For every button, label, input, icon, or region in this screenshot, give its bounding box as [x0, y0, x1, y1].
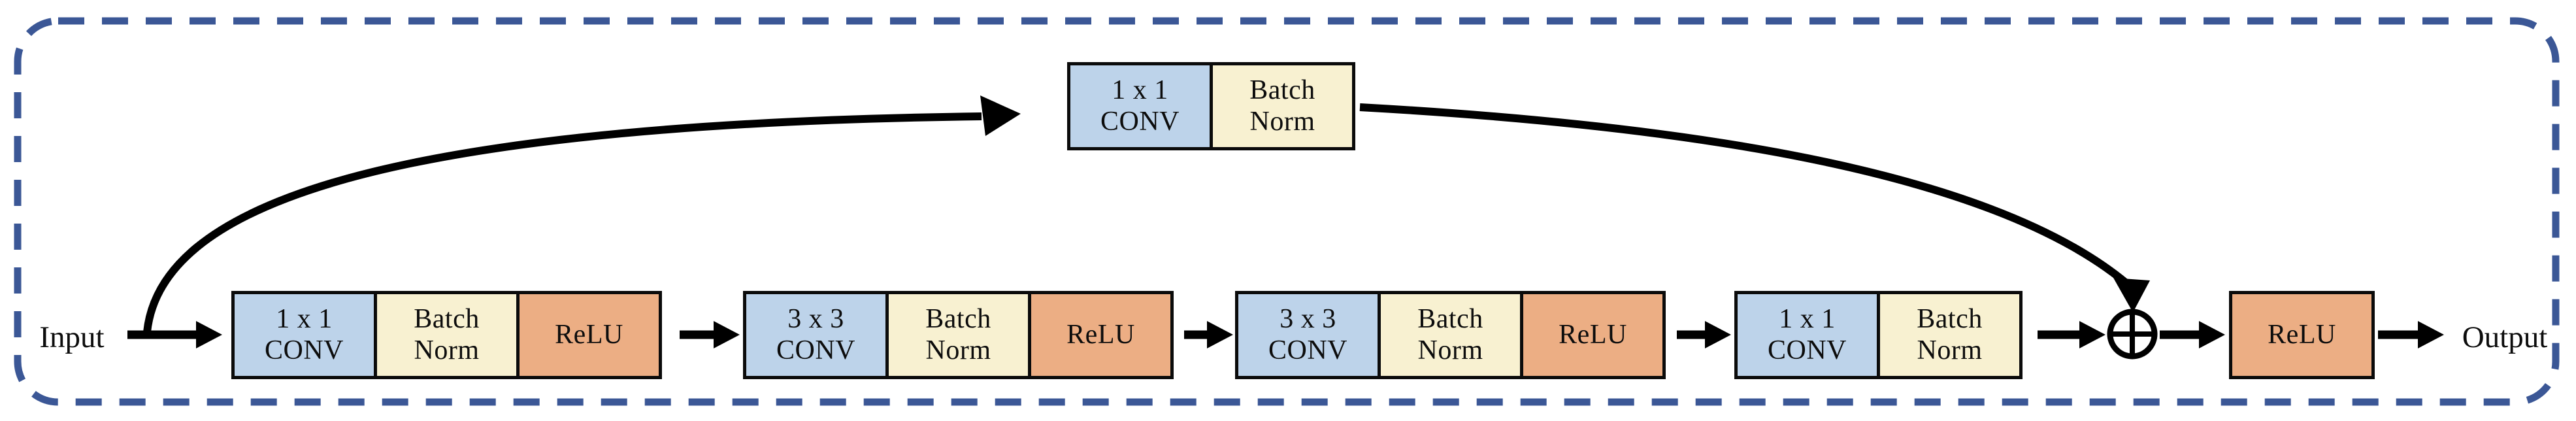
conv-cell: 1 x 1 CONV	[1067, 62, 1213, 150]
input-arrow	[127, 321, 222, 348]
cell-label-line: 1 x 1	[276, 304, 333, 335]
circled-plus-icon	[2107, 309, 2158, 360]
arrow-group2-group3	[1184, 321, 1233, 348]
main-block-group-1: 1 x 1 CONV Batch Norm ReLU	[231, 291, 662, 379]
cell-label-line: CONV	[1100, 106, 1180, 137]
arrow-group4-add	[2038, 321, 2105, 348]
main-block-group-3: 3 x 3 CONV Batch Norm ReLU	[1235, 291, 1666, 379]
input-label: Input	[39, 320, 105, 354]
cell-label-line: Norm	[1417, 335, 1483, 365]
final-relu-block: ReLU	[2229, 291, 2375, 379]
cell-label-line: 3 x 3	[1280, 304, 1336, 335]
relu-cell: ReLU	[2229, 291, 2375, 379]
cell-label-line: Norm	[414, 335, 480, 365]
arrow-add-relu	[2160, 321, 2225, 348]
cell-label-line: Batch	[414, 304, 480, 335]
conv-cell: 3 x 3 CONV	[743, 291, 889, 379]
relu-cell: ReLU	[516, 291, 662, 379]
batchnorm-cell: Batch Norm	[374, 291, 520, 379]
conv-cell: 1 x 1 CONV	[1734, 291, 1880, 379]
conv-cell: 1 x 1 CONV	[231, 291, 377, 379]
batchnorm-cell: Batch Norm	[1877, 291, 2023, 379]
main-block-group-2: 3 x 3 CONV Batch Norm ReLU	[743, 291, 1174, 379]
cell-label-line: CONV	[264, 335, 344, 365]
skip-arrow-to-branch	[143, 95, 1021, 333]
cell-label-line: ReLU	[1559, 319, 1627, 350]
cell-label-line: 1 x 1	[1779, 304, 1836, 335]
cell-label-line: CONV	[776, 335, 855, 365]
cell-label-line: Norm	[1249, 106, 1315, 137]
cell-label-line: 1 x 1	[1112, 75, 1168, 106]
relu-cell: ReLU	[1028, 291, 1174, 379]
cell-label-line: Norm	[1917, 335, 1983, 365]
arrow-group1-group2	[680, 321, 740, 348]
skip-arrow-to-add	[1359, 103, 2150, 312]
cell-label-line: ReLU	[2268, 319, 2336, 350]
cell-label-line: CONV	[1268, 335, 1347, 365]
batchnorm-cell: Batch Norm	[1210, 62, 1355, 150]
cell-label-line: Norm	[925, 335, 991, 365]
cell-label-line: Batch	[1917, 304, 1983, 335]
arrow-group3-group4	[1677, 321, 1731, 348]
batchnorm-cell: Batch Norm	[885, 291, 1031, 379]
relu-cell: ReLU	[1520, 291, 1666, 379]
cell-label-line: Batch	[1417, 304, 1483, 335]
cell-label-line: Batch	[1249, 75, 1315, 106]
conv-cell: 3 x 3 CONV	[1235, 291, 1381, 379]
skip-branch-block: 1 x 1 CONV Batch Norm	[1067, 62, 1355, 150]
arrow-relu-output	[2378, 321, 2444, 348]
cell-label-line: Batch	[925, 304, 991, 335]
cell-label-line: ReLU	[1066, 319, 1135, 350]
dashed-boundary	[14, 17, 2560, 406]
output-label: Output	[2462, 320, 2548, 354]
cell-label-line: 3 x 3	[787, 304, 844, 335]
main-block-group-4: 1 x 1 CONV Batch Norm	[1734, 291, 2023, 379]
batchnorm-cell: Batch Norm	[1378, 291, 1523, 379]
cell-label-line: ReLU	[555, 319, 623, 350]
cell-label-line: CONV	[1767, 335, 1847, 365]
